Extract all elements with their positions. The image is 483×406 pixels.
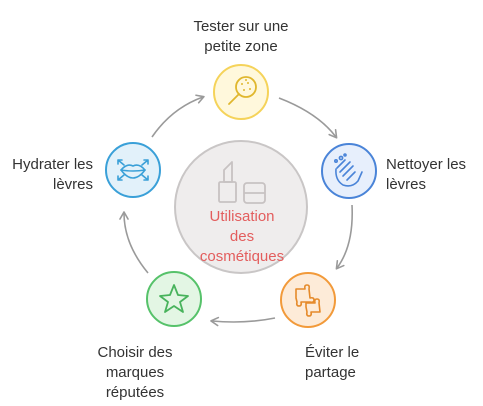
- step-label-eviter: Éviter le partage: [305, 344, 360, 381]
- puzzle-pieces-icon: [295, 284, 321, 317]
- step-label-hydrater: Hydrater les lèvres: [12, 156, 93, 193]
- arrow-hydrater-to-tester: [151, 94, 205, 138]
- step-node-choisir: [146, 271, 202, 327]
- center-label-line: Utilisation: [209, 208, 275, 225]
- arrow-nettoyer-to-eviter: [335, 204, 354, 270]
- lips-expand-icon: [117, 159, 149, 181]
- cycle-arrows: [119, 94, 354, 327]
- center-label-line: des: [229, 228, 255, 245]
- arrow-eviter-to-choisir: [210, 316, 276, 327]
- arrow-choisir-to-hydrater: [119, 211, 149, 274]
- step-label-tester: Tester sur une petite zone: [193, 18, 289, 55]
- star-icon: [159, 284, 189, 313]
- step-label-nettoyer: Nettoyer les lèvres: [386, 156, 467, 193]
- center-node: [174, 140, 308, 274]
- washing-hands-icon: [333, 153, 363, 187]
- center-label: Utilisation des cosmétiques: [180, 207, 304, 267]
- step-node-eviter: [280, 272, 336, 328]
- step-node-hydrater: [105, 142, 161, 198]
- lipstick-cosmetics-icon: [218, 161, 266, 204]
- center-label-line: cosmétiques: [199, 248, 285, 265]
- step-node-tester: [213, 64, 269, 120]
- step-label-choisir: Choisir des marques réputées: [97, 344, 173, 401]
- arrow-tester-to-nettoyer: [278, 97, 338, 139]
- step-node-nettoyer: [321, 143, 377, 199]
- magnifier-patch-icon: [228, 76, 257, 105]
